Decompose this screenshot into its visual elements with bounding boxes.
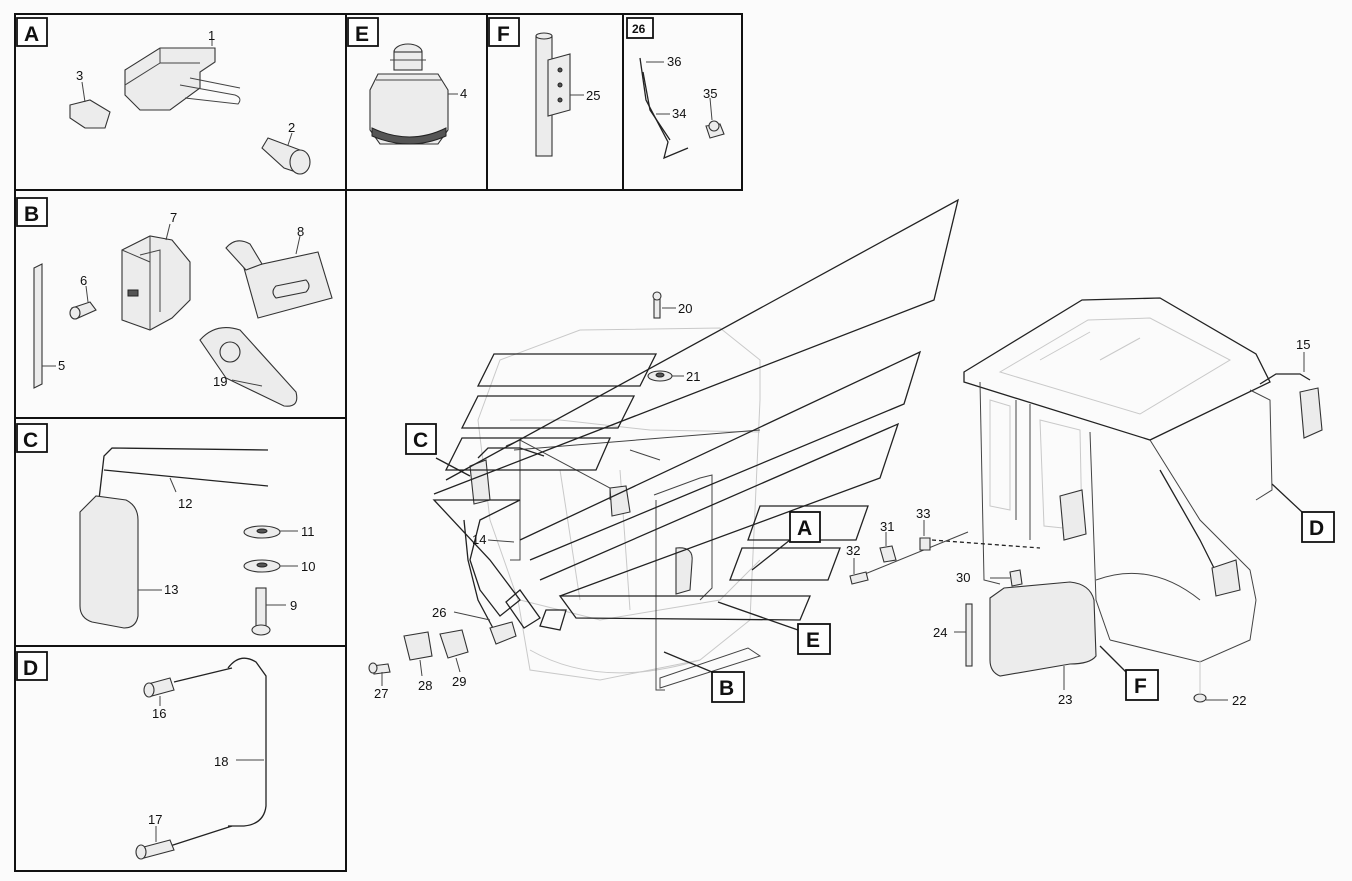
panel-d-drawing: 18 16 17 (135, 657, 267, 860)
part-6-label: 6 (80, 273, 87, 288)
callout-e: E (717, 601, 831, 655)
callout-f: F (1099, 645, 1159, 701)
svg-text:A: A (797, 517, 812, 540)
panel-a-drawing: 1 2 3 (69, 28, 311, 175)
part-17-label: 17 (148, 812, 162, 827)
panel-e-drawing: 4 (369, 43, 467, 145)
svg-text:D: D (23, 657, 38, 680)
svg-text:26: 26 (632, 22, 646, 36)
part-14-label: 14 (472, 532, 486, 547)
callout-b: B (663, 651, 745, 703)
panel-c-drawing: 12 13 11 10 9 (79, 447, 315, 636)
part-35-label: 35 (703, 86, 717, 101)
svg-text:E: E (806, 629, 820, 652)
part-25-label: 25 (586, 88, 600, 103)
svg-text:F: F (497, 23, 510, 46)
callout-c: C (405, 423, 471, 477)
callout-a: A (751, 511, 821, 571)
part-11-label: 11 (301, 524, 315, 539)
part-13-label: 13 (164, 582, 178, 597)
part-36-label: 36 (667, 54, 681, 69)
part-18-label: 18 (214, 754, 228, 769)
part-10-label: 10 (301, 559, 315, 574)
svg-text:E: E (355, 23, 369, 46)
center-parts-20-21: 20 21 14 26 (432, 291, 700, 621)
panel-26-letter: 26 (626, 17, 654, 39)
right-cab-drawing: 15 23 24 22 30 (859, 297, 1323, 708)
panel-f-letter: F (488, 17, 520, 47)
center-glass-panels (432, 198, 959, 631)
panel-c-letter: C (16, 423, 48, 453)
svg-text:F: F (1134, 675, 1147, 698)
part-28-label: 28 (418, 678, 432, 693)
part-1-label: 1 (208, 28, 215, 43)
part-5-label: 5 (58, 358, 65, 373)
svg-text:C: C (23, 429, 38, 452)
svg-text:D: D (1309, 517, 1324, 540)
part-22-label: 22 (1232, 693, 1246, 708)
part-9-label: 9 (290, 598, 297, 613)
part-8-label: 8 (297, 224, 304, 239)
svg-text:B: B (719, 677, 734, 700)
part-4-label: 4 (460, 86, 467, 101)
part-23-label: 23 (1058, 692, 1072, 707)
panel-26-drawing: 36 34 35 (639, 54, 725, 160)
part-15-label: 15 (1296, 337, 1310, 352)
panel-d-frame (14, 645, 347, 872)
svg-text:B: B (24, 203, 39, 226)
panel-26-frame (622, 13, 743, 191)
part-30-label: 30 (956, 570, 970, 585)
panel-a-letter: A (16, 17, 48, 47)
part-29-label: 29 (452, 674, 466, 689)
part-7-label: 7 (170, 210, 177, 225)
part-24-label: 24 (933, 625, 947, 640)
part-27-label: 27 (374, 686, 388, 701)
part-20-label: 20 (678, 301, 692, 316)
part-26-label: 26 (432, 605, 446, 620)
svg-text:A: A (24, 23, 39, 46)
panel-f-drawing: 25 (535, 32, 600, 157)
panel-e-letter: E (347, 17, 379, 47)
panel-d-letter: D (16, 651, 48, 681)
part-12-label: 12 (178, 496, 192, 511)
part-34-label: 34 (672, 106, 686, 121)
right-parts-31-33: 31 33 32 (846, 506, 931, 585)
part-32-label: 32 (846, 543, 860, 558)
part-19-label: 19 (213, 374, 227, 389)
part-2-label: 2 (288, 120, 295, 135)
callout-d: D (1271, 483, 1335, 543)
part-16-label: 16 (152, 706, 166, 721)
center-cab-drawing (463, 327, 762, 691)
center-parts-27-29: 27 28 29 (368, 629, 469, 701)
part-33-label: 33 (916, 506, 930, 521)
part-31-label: 31 (880, 519, 894, 534)
part-3-label: 3 (76, 68, 83, 83)
svg-text:C: C (413, 429, 428, 452)
panel-b-drawing: 5 6 7 8 19 (33, 210, 333, 407)
part-21-label: 21 (686, 369, 700, 384)
panel-b-letter: B (16, 197, 48, 227)
